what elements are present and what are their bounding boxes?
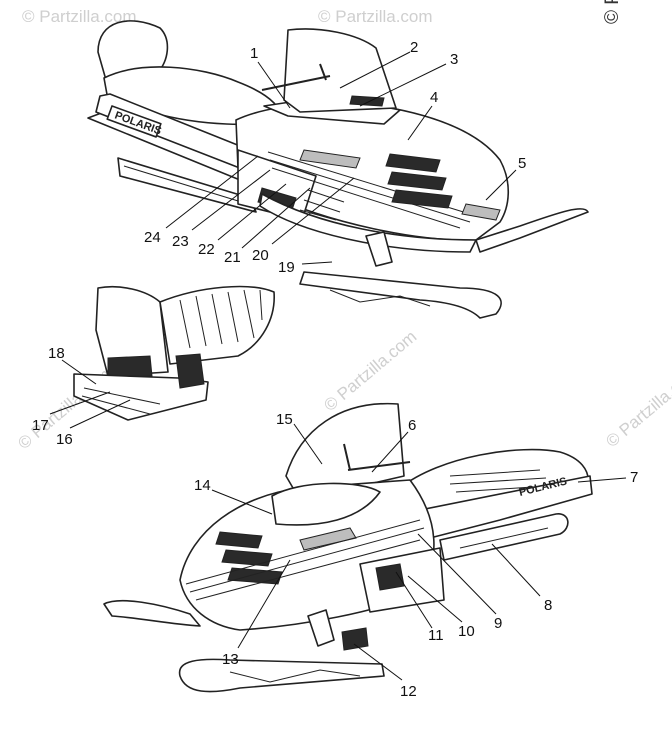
leader-7 bbox=[577, 477, 627, 483]
leader-1 bbox=[257, 61, 291, 109]
watermark-top-left: © Partzilla.com bbox=[22, 7, 137, 26]
leader-22 bbox=[217, 183, 287, 241]
leader-10 bbox=[407, 575, 463, 623]
watermark-corner: © Par bbox=[602, 0, 623, 24]
callout-5: 5 bbox=[518, 155, 526, 172]
leader-13 bbox=[237, 559, 291, 649]
leader-8 bbox=[491, 543, 541, 597]
callout-19: 19 bbox=[278, 259, 295, 276]
callout-14: 14 bbox=[194, 477, 211, 494]
callout-18: 18 bbox=[48, 345, 65, 362]
callout-1: 1 bbox=[250, 45, 258, 62]
leader-9 bbox=[417, 533, 497, 615]
leader-11 bbox=[395, 571, 433, 629]
callout-20: 20 bbox=[252, 247, 269, 264]
leader-23 bbox=[191, 169, 271, 231]
watermark-center: © Partzilla.com bbox=[320, 327, 420, 415]
callout-16: 16 bbox=[56, 431, 73, 448]
callout-21: 21 bbox=[224, 249, 241, 266]
leader-16 bbox=[69, 399, 131, 429]
callout-9: 9 bbox=[494, 615, 502, 632]
leader-3 bbox=[359, 63, 447, 107]
callout-labels: 1 2 3 4 5 6 7 8 9 10 11 12 13 14 15 16 1… bbox=[32, 39, 638, 700]
leader-17 bbox=[49, 391, 111, 415]
leader-12 bbox=[353, 643, 403, 681]
callout-22: 22 bbox=[198, 241, 215, 258]
top-snowmobile: POLARIS bbox=[87, 20, 589, 319]
leader-24 bbox=[165, 155, 259, 229]
leader-15 bbox=[293, 423, 323, 465]
seat-assembly bbox=[73, 285, 275, 421]
leader-lines bbox=[49, 51, 627, 681]
callout-12: 12 bbox=[400, 683, 417, 700]
callout-15: 15 bbox=[276, 411, 293, 428]
callout-11: 11 bbox=[428, 627, 444, 644]
leader-18 bbox=[61, 359, 97, 385]
callout-24: 24 bbox=[144, 229, 161, 246]
callout-23: 23 bbox=[172, 233, 189, 250]
watermark-top-mid: © Partzilla.com bbox=[318, 7, 433, 26]
leader-2 bbox=[339, 51, 411, 89]
callout-6: 6 bbox=[408, 417, 416, 434]
leader-19 bbox=[301, 261, 333, 265]
callout-8: 8 bbox=[544, 597, 552, 614]
watermark-right: © Partzilla.com bbox=[602, 363, 672, 451]
callout-13: 13 bbox=[222, 651, 239, 668]
callout-4: 4 bbox=[430, 89, 438, 106]
callout-10: 10 bbox=[458, 623, 475, 640]
callout-3: 3 bbox=[450, 51, 458, 68]
leader-14 bbox=[211, 489, 273, 515]
leader-5 bbox=[485, 169, 517, 201]
bottom-snowmobile: POLARIS bbox=[103, 402, 593, 693]
callout-7: 7 bbox=[630, 469, 638, 486]
leader-6 bbox=[371, 431, 409, 473]
callout-2: 2 bbox=[410, 39, 418, 56]
leader-4 bbox=[407, 105, 433, 141]
leader-20 bbox=[271, 177, 355, 245]
leader-21 bbox=[241, 187, 311, 249]
callout-17: 17 bbox=[32, 417, 49, 434]
